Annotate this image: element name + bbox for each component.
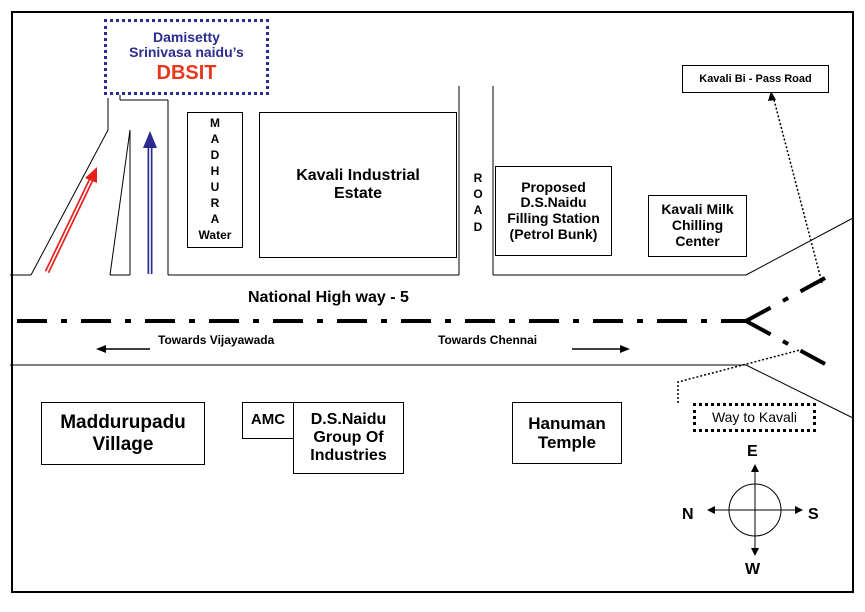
petrol-bunk-line4: (Petrol Bunk) <box>509 225 598 242</box>
red-direction-arrow <box>44 167 97 274</box>
bypass-road-label: Kavali Bi - Pass Road <box>699 72 812 85</box>
industrial-estate-box: Kavali Industrial Estate <box>259 112 457 258</box>
milk-center-box: Kavali Milk Chilling Center <box>648 195 747 257</box>
road-label: R O A D <box>470 170 486 235</box>
highway-centerline <box>17 270 837 372</box>
madhura-letter-r: R <box>210 195 220 210</box>
map-frame <box>11 11 854 593</box>
highway-name: National High way - 5 <box>248 289 409 306</box>
side-road-edges <box>30 86 494 276</box>
petrol-bunk-box: Proposed D.S.Naidu Filling Station (Petr… <box>495 166 612 256</box>
towards-chennai-arrow <box>572 345 630 353</box>
compass-east: E <box>747 443 758 460</box>
blue-direction-arrow <box>143 131 157 274</box>
road-letter-d: D <box>473 219 483 234</box>
petrol-bunk-line2: D.S.Naidu <box>520 194 587 211</box>
college-name: DBSIT <box>156 61 217 84</box>
ds-naidu-group-line2: Group Of <box>313 429 384 447</box>
milk-center-line2: Chilling <box>671 217 724 234</box>
towards-vijayawada-label: Towards Vijayawada <box>158 333 275 347</box>
road-letter-r: R <box>473 171 483 185</box>
compass-arrowheads <box>707 464 803 556</box>
madhura-letter-d: D <box>210 147 220 162</box>
way-to-kavali-label: Way to Kavali <box>711 408 798 425</box>
way-to-kavali-box: Way to Kavali <box>693 403 816 432</box>
industrial-estate-line2: Estate <box>333 185 383 202</box>
madhura-water-label: Water <box>198 227 232 242</box>
madhura-letter-a: A <box>210 131 220 146</box>
village-line1: Maddurupadu <box>60 412 186 434</box>
madhura-letter-h: H <box>210 163 220 178</box>
village-line2: Village <box>92 433 154 455</box>
highway-upper-edge <box>10 217 854 276</box>
madhura-letter-m: M <box>210 116 220 130</box>
amc-label: AMC <box>250 411 286 429</box>
petrol-bunk-line3: Filling Station <box>507 210 600 226</box>
bypass-road-box: Kavali Bi - Pass Road <box>682 65 829 93</box>
milk-center-line1: Kavali Milk <box>661 201 734 218</box>
bypass-road-leader <box>768 91 823 284</box>
way-to-kavali-leader <box>677 349 801 403</box>
towards-chennai-label: Towards Chennai <box>438 333 538 347</box>
compass-south: S <box>808 506 819 523</box>
highway-lower-edge <box>10 364 854 419</box>
compass-west: W <box>745 561 761 578</box>
road-letter-a: A <box>473 203 483 218</box>
madhura-letter-u: U <box>210 179 220 194</box>
industrial-estate-line1: Kavali Industrial <box>296 167 420 185</box>
compass-rose <box>713 470 797 550</box>
college-line2: Srinivasa naidu’s <box>129 44 244 61</box>
ds-naidu-group-line3: Industries <box>310 446 387 464</box>
madhura-letter-a2: A <box>210 211 220 226</box>
milk-center-line3: Center <box>675 232 720 249</box>
temple-line2: Temple <box>537 433 597 452</box>
village-box: Maddurupadu Village <box>41 402 205 465</box>
road-letter-o: O <box>473 187 483 202</box>
temple-box: Hanuman Temple <box>512 402 622 464</box>
ds-naidu-group-box: D.S.Naidu Group Of Industries <box>293 402 404 474</box>
towards-vijayawada-arrow <box>96 345 150 353</box>
madhura-water-box: M A D H U R A Water <box>187 112 243 248</box>
temple-line1: Hanuman <box>528 413 606 433</box>
college-line1: Damisetty <box>153 28 220 45</box>
ds-naidu-group-line1: D.S.Naidu <box>310 411 387 429</box>
petrol-bunk-line1: Proposed <box>521 178 586 195</box>
compass-north: N <box>682 506 694 523</box>
dbsit-callout: Damisetty Srinivasa naidu’s DBSIT <box>104 19 269 95</box>
amc-box: AMC <box>242 402 294 439</box>
